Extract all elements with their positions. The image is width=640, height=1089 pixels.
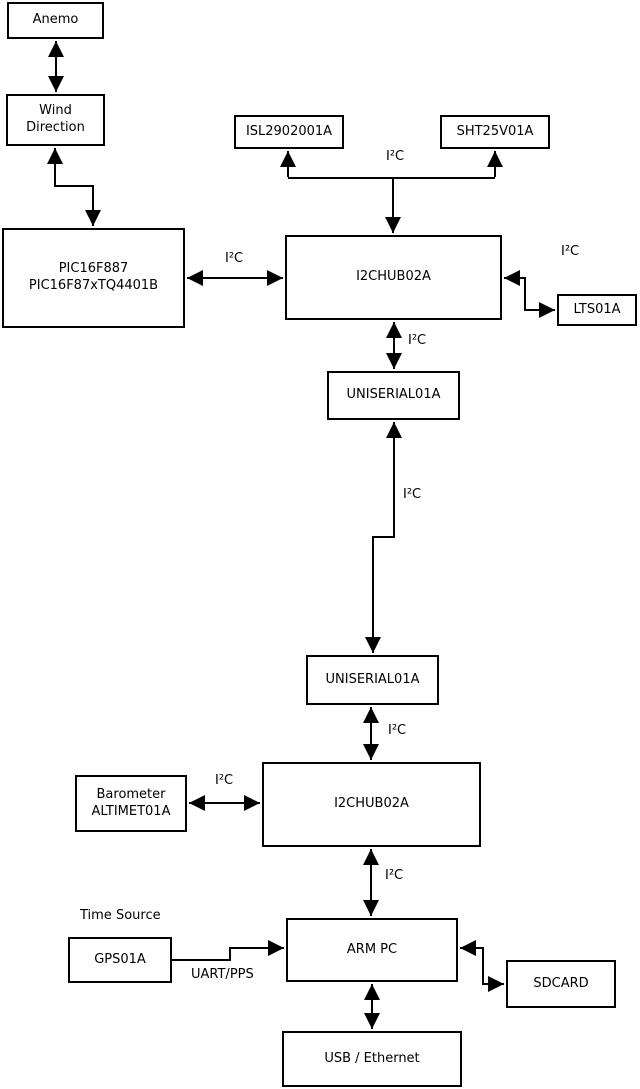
box-uniserial01a-lower: UNISERIAL01A (306, 655, 439, 705)
bus-label-i2c-uniserial-link: I²C (403, 487, 422, 502)
connector-wind-pic (47, 148, 101, 226)
box-sht25v01a: SHT25V01A (440, 115, 550, 149)
box-gps01a: GPS01A (68, 937, 172, 983)
uniserial01a-upper-label: UNISERIAL01A (346, 387, 441, 403)
connector-gps-armpc (172, 940, 284, 961)
box-barometer-altimet01a: Barometer ALTIMET01A (75, 775, 187, 832)
barometer-label-line2: ALTIMET01A (91, 803, 171, 819)
i2chub02a-lower-label: I2CHUB02A (334, 796, 409, 812)
box-i2chub02a-lower: I2CHUB02A (262, 762, 481, 847)
gps01a-label: GPS01A (94, 951, 146, 967)
isl2902001a-label: ISL2902001A (245, 123, 333, 139)
box-i2chub02a-upper: I2CHUB02A (285, 235, 502, 320)
box-sdcard: SDCARD (506, 960, 616, 1008)
box-arm-pc: ARM PC (286, 918, 458, 982)
arm-pc-label: ARM PC (346, 941, 398, 957)
anemometer-label: Anemo (32, 12, 79, 28)
annotation-time-source: Time Source (80, 908, 161, 923)
bus-label-i2c-hub2-armpc: I²C (385, 868, 404, 883)
pic-label-line2: PIC16F87xTQ4401B (28, 278, 159, 293)
bus-label-i2c-sensors-top: I²C (386, 149, 405, 164)
sdcard-label: SDCARD (533, 975, 589, 991)
box-isl2902001a: ISL2902001A (234, 115, 344, 149)
lts01a-label: LTS01A (573, 301, 621, 317)
connector-hub1-lts (504, 270, 555, 318)
sht25v01a-label: SHT25V01A (456, 123, 534, 139)
box-anemometer: Anemo (7, 2, 104, 39)
connector-uniserial1-uniserial2 (365, 422, 402, 653)
box-wind-direction: Wind Direction (6, 94, 105, 146)
pic-label-line1: PIC16F887 (58, 261, 129, 277)
bus-label-i2c-barometer-hub2: I²C (215, 773, 234, 788)
box-pic-microcontroller: PIC16F887 PIC16F87xTQ4401B (2, 228, 185, 328)
box-uniserial01a-upper: UNISERIAL01A (327, 371, 460, 420)
wind-direction-label-line1: Wind (39, 103, 72, 119)
bus-label-i2c-pic-hub: I²C (225, 251, 244, 266)
bus-label-i2c-uniserial2-hub2: I²C (388, 723, 407, 738)
bus-label-i2c-hub-uniserial: I²C (408, 333, 427, 348)
box-usb-ethernet: USB / Ethernet (282, 1031, 462, 1087)
usb-ethernet-label: USB / Ethernet (324, 1050, 420, 1066)
bus-label-uart-pps: UART/PPS (191, 967, 254, 982)
uniserial01a-lower-label: UNISERIAL01A (325, 671, 420, 687)
wind-direction-label-line2: Direction (26, 120, 85, 135)
barometer-label-line1: Barometer (96, 786, 166, 802)
i2chub02a-upper-label: I2CHUB02A (356, 269, 431, 285)
bus-label-i2c-hub-lts: I²C (561, 244, 580, 259)
box-lts01a: LTS01A (557, 294, 637, 326)
connector-armpc-sdcard (460, 940, 504, 992)
